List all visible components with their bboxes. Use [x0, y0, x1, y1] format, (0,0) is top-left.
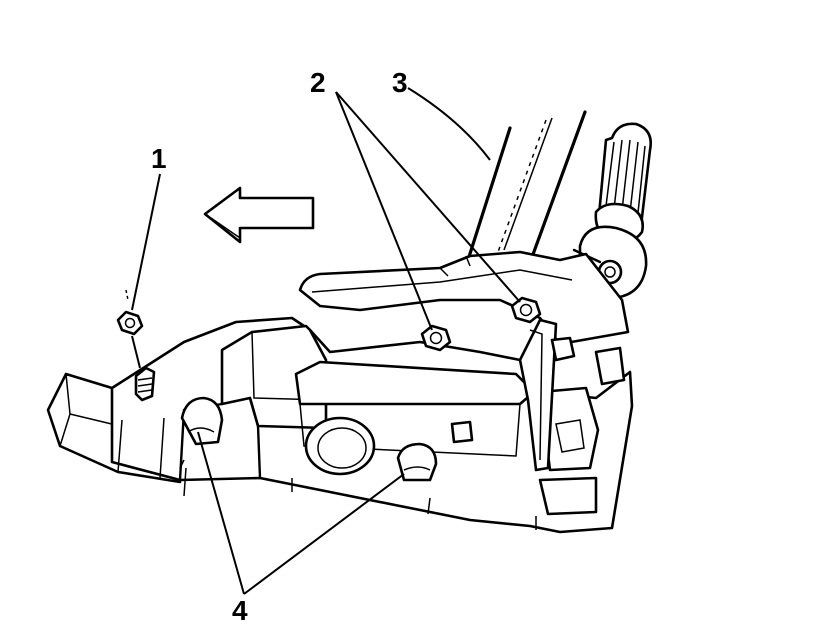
callout-1: 1: [151, 143, 167, 174]
splined-shaft: [594, 122, 652, 244]
arrow-left-icon: [203, 186, 315, 244]
callout-4: 4: [232, 595, 248, 626]
callout-2: 2: [310, 67, 326, 98]
callout-3: 3: [392, 67, 408, 98]
bracket-body: [46, 296, 634, 534]
upper-housing: [298, 250, 630, 346]
hex-nut-left: [420, 324, 452, 352]
leader-lines: [131, 87, 521, 595]
hex-nut-right: [510, 296, 542, 324]
fastener-nut-bolt: [116, 289, 156, 402]
